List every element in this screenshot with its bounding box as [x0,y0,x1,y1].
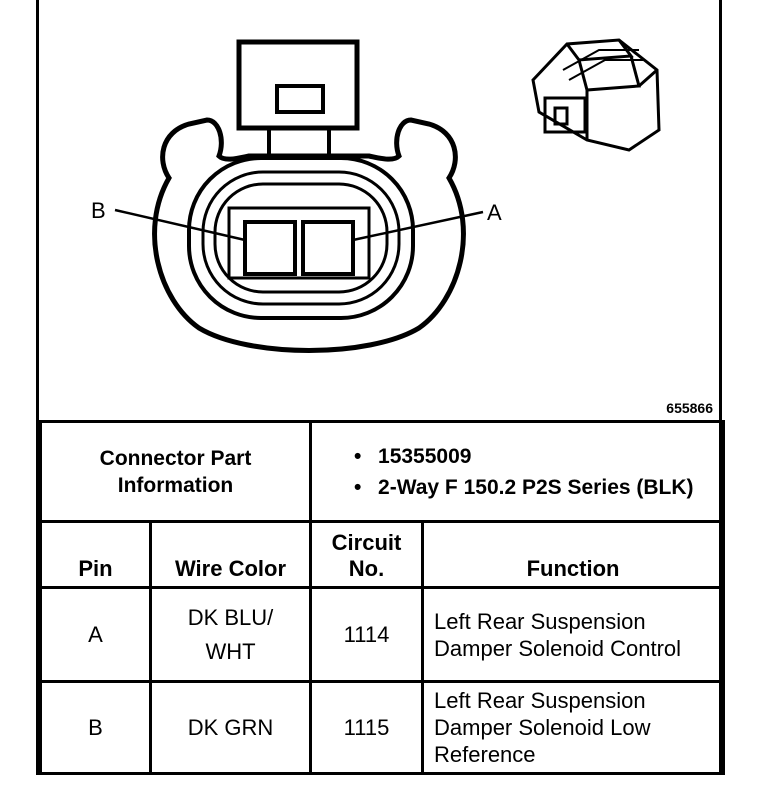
leader-line-a [352,210,484,242]
table-header-row: Pin Wire Color Circuit No. Function [39,520,726,589]
row-a-circuit: 1114 [309,586,425,683]
row-b-wire-color: DK GRN [148,680,313,775]
row-b-function: Left Rear Suspension Damper Solenoid Low… [421,680,726,775]
table-row: B DK GRN 1115 Left Rear Suspension Dampe… [39,680,726,775]
latch-base [267,126,331,158]
leader-line-b [114,208,246,242]
header-wire-color: Wire Color [148,520,313,589]
row-a-function: Left Rear Suspension Damper Solenoid Con… [421,586,726,683]
connector-diagram: B A 655866 [39,0,725,420]
row-b-circuit: 1115 [309,680,425,775]
header-function: Function [421,520,726,589]
pin-a-cavity [301,220,355,276]
row-b-pin: B [39,680,152,775]
connector-3d-icon [531,38,661,152]
figure-number: 655866 [666,400,713,416]
connector-table: Connector Part Information 15355009 2-Wa… [38,420,726,775]
cavity-body [227,206,371,280]
latch-window [275,84,325,114]
connector-shroud [152,117,466,353]
part-series: 2-Way F 150.2 P2S Series (BLK) [354,474,722,501]
seal-ring-inner [213,182,389,294]
connector-part-info: 15355009 2-Way F 150.2 P2S Series (BLK) [309,420,726,523]
table-row: A DK BLU/ WHT 1114 Left Rear Suspension … [39,586,726,683]
header-pin: Pin [39,520,152,589]
connector-info-row: Connector Part Information 15355009 2-Wa… [38,420,726,523]
connector-face-drawing: B A [91,38,661,353]
seal-ring-outer [187,156,415,320]
seal-ring-middle [201,170,401,306]
pin-label-a: A [487,200,502,225]
connector-sheet: B A 655866 Connector Part I [36,0,726,775]
pin-b-cavity [243,220,297,276]
connector-part-label: Connector Part Information [38,420,313,523]
row-a-wire-color: DK BLU/ WHT [148,586,313,683]
part-number: 15355009 [354,443,722,470]
pin-label-b: B [91,198,106,223]
header-circuit: Circuit No. [309,520,425,589]
row-a-pin: A [39,586,152,683]
